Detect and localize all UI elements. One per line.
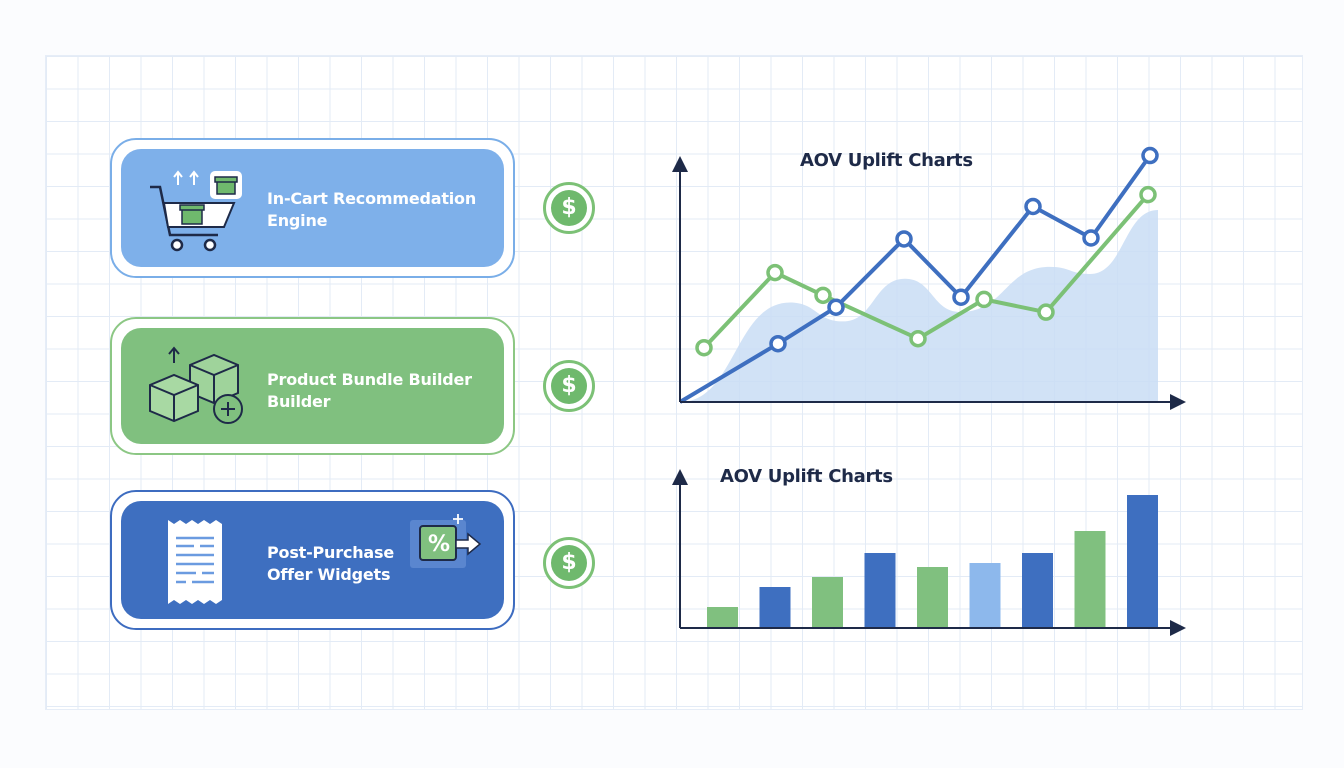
green-data-point bbox=[1139, 185, 1157, 204]
bar bbox=[812, 577, 843, 628]
blue-series-line bbox=[678, 154, 1152, 404]
green-data-point bbox=[695, 338, 713, 357]
dollar-coin-icon: $ bbox=[543, 360, 595, 412]
blue-data-point bbox=[895, 230, 913, 248]
line-chart bbox=[672, 146, 1186, 410]
area-series bbox=[680, 210, 1158, 402]
percent-symbol: % bbox=[427, 532, 451, 557]
blue-data-point bbox=[952, 288, 970, 306]
bar bbox=[759, 587, 791, 628]
receipt-icon bbox=[168, 520, 222, 604]
green-data-point bbox=[766, 263, 784, 282]
blue-data-point bbox=[1082, 229, 1100, 247]
blue-data-point bbox=[1024, 197, 1042, 216]
boxes-plus-icon bbox=[149, 346, 243, 424]
bar bbox=[1074, 531, 1106, 628]
bar bbox=[969, 563, 1001, 628]
dollar-coin-icon: $ bbox=[543, 537, 595, 589]
bar-chart-title: AOV Uplift Charts bbox=[720, 466, 893, 487]
bar bbox=[864, 553, 896, 628]
green-data-point bbox=[909, 329, 927, 348]
bar bbox=[707, 607, 738, 628]
line-chart-title: AOV Uplift Charts bbox=[800, 150, 973, 171]
blue-data-point bbox=[1141, 146, 1159, 165]
bar bbox=[1022, 553, 1053, 628]
green-data-point bbox=[814, 286, 832, 305]
green-data-point bbox=[1037, 303, 1055, 321]
dollar-coin-icon: $ bbox=[543, 182, 595, 234]
blue-data-point bbox=[827, 298, 845, 316]
bar bbox=[1127, 495, 1158, 628]
green-data-point bbox=[975, 290, 993, 309]
bar bbox=[917, 567, 948, 628]
bar-chart bbox=[672, 469, 1186, 636]
discount-arrow-icon bbox=[410, 514, 482, 568]
shopping-cart-gift-icon bbox=[150, 170, 242, 252]
blue-data-point bbox=[769, 334, 787, 353]
